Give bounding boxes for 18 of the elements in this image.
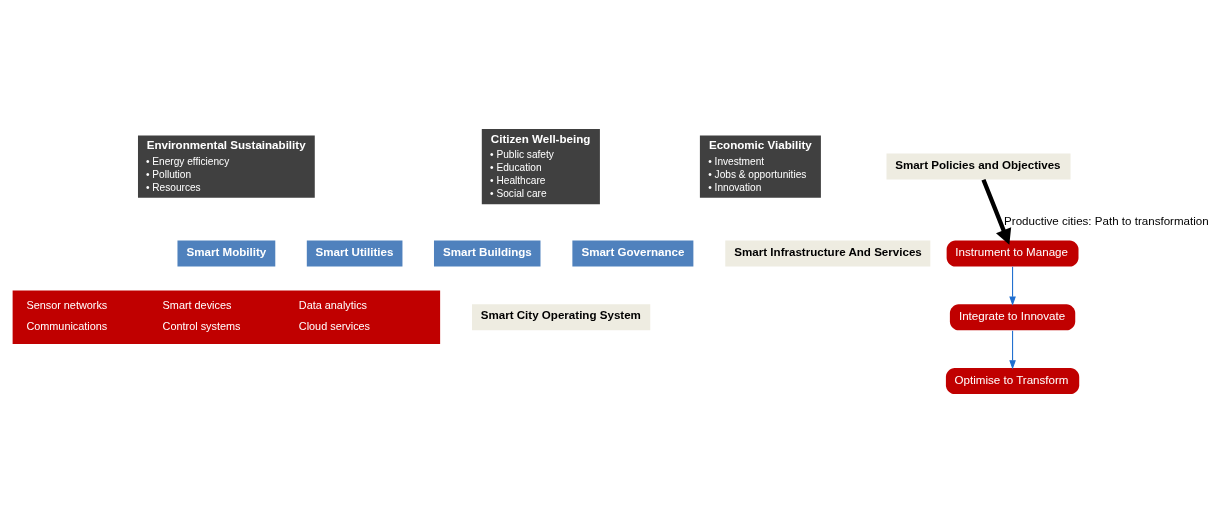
node-box: Smart City Operating System	[472, 304, 651, 331]
edge-label: Productive cities: Path to transformation	[1004, 215, 1209, 228]
node-box: Integrate to Innovate	[949, 304, 1076, 331]
node-box: Smart Buildings	[433, 240, 541, 267]
node-box: Sensor networks Smart devices Data analytics Communications Control systems Cloud services	[12, 290, 441, 345]
node-box: Instrument to Manage	[946, 240, 1079, 267]
node-box: Smart Policies and Objectives	[886, 153, 1071, 180]
node-box: Optimise to Transform	[945, 368, 1080, 395]
node-box: Economic Viability • Investment • Jobs & opportunities • Innovation	[699, 135, 821, 198]
node-box: Smart Utilities	[306, 240, 403, 267]
arrow	[1009, 266, 1016, 306]
node-box: Smart Infrastructure And Services	[725, 240, 931, 267]
arrow	[1009, 330, 1016, 370]
node-box: Environmental Sustainability • Energy efficiency • Pollution • Resources	[137, 135, 315, 198]
arrow	[981, 178, 1012, 245]
node-box: Smart Governance	[572, 240, 694, 267]
node-box: Citizen Well-being • Public safety • Education • Healthcare • Social care	[481, 128, 600, 205]
node-box: Smart Mobility	[177, 240, 276, 267]
